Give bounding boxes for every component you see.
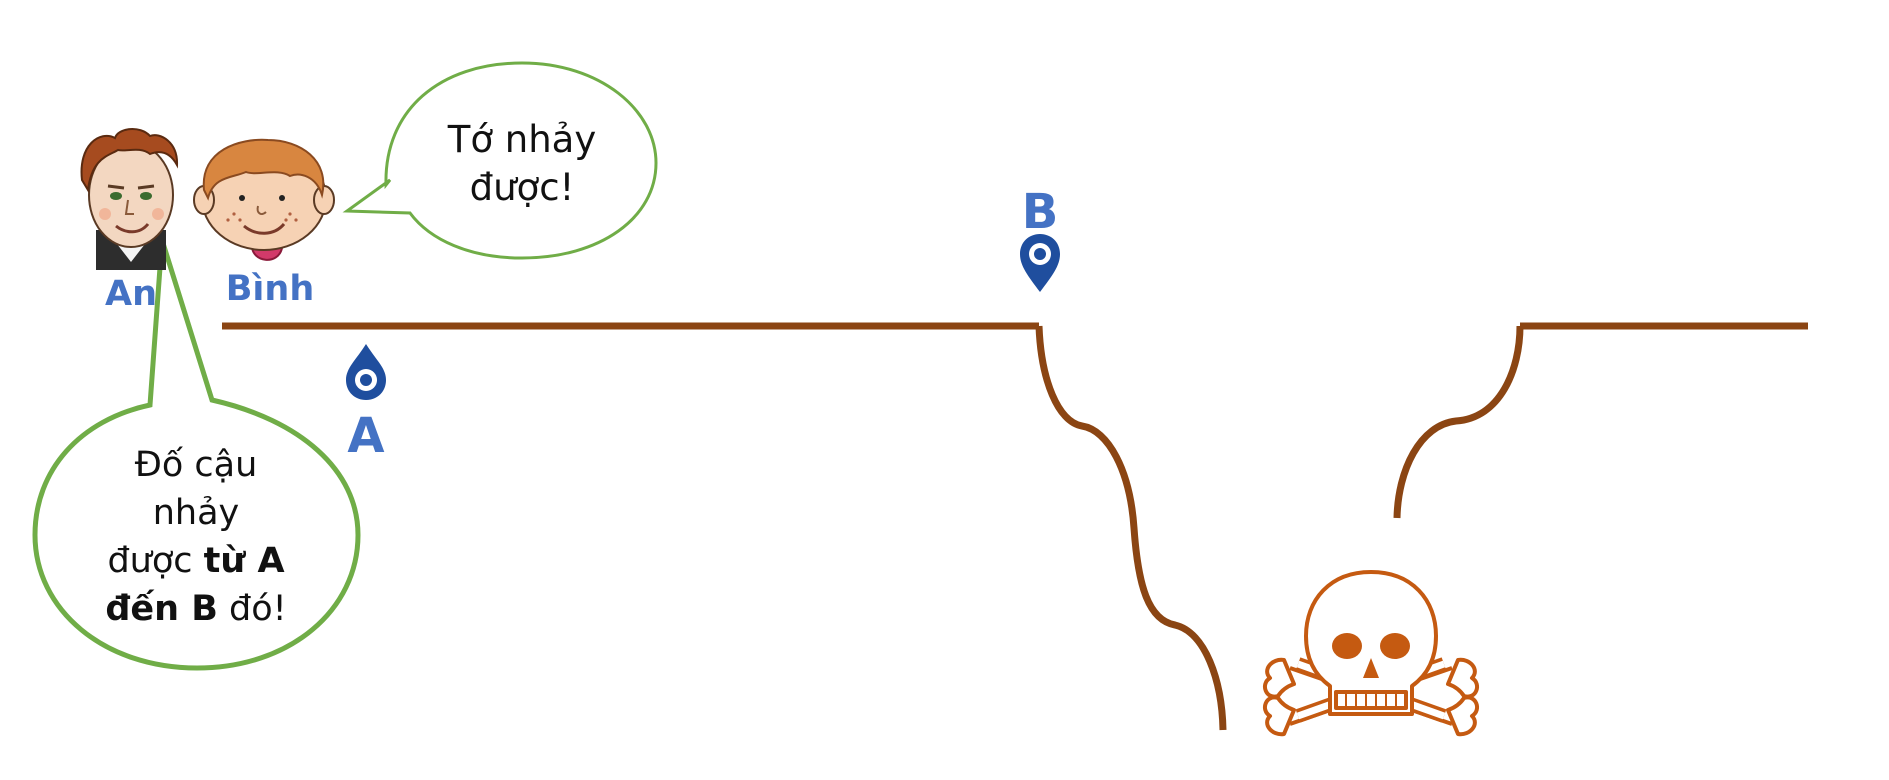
boy-binh-avatar <box>193 138 335 261</box>
an-bubble-line3-bold: từ A <box>204 541 285 581</box>
marker-b-label: B <box>1022 184 1059 240</box>
binh-bubble-line1: Tớ nhảy <box>447 118 596 161</box>
an-bubble-line3-normal: được <box>107 541 203 581</box>
an-bubble-line3: được từ A <box>107 541 284 581</box>
an-bubble-line2: nhảy <box>153 493 240 533</box>
ground-terrain <box>222 322 1808 731</box>
an-bubble-line4-normal: đó! <box>218 589 287 629</box>
an-speech-bubble: Đố cậu nhảy được từ A đến B đó! <box>32 239 361 671</box>
binh-name-label: Bình <box>226 269 315 309</box>
marker-a-label: A <box>347 408 384 464</box>
an-bubble-line4-bold: đến B <box>105 589 218 629</box>
skull <box>1304 570 1438 716</box>
an-bubble-line4: đến B đó! <box>105 589 286 629</box>
cliff-right-wall <box>1393 325 1524 519</box>
cliff-left-wall <box>1035 325 1227 731</box>
binh-speech-bubble: Tớ nhảy được! <box>342 61 658 260</box>
an-bubble-line1: Đố cậu <box>135 445 258 485</box>
skull-crossbones-icon <box>1262 570 1480 737</box>
boy-an-avatar <box>80 128 179 270</box>
location-pin-icon <box>1020 234 1060 292</box>
binh-bubble-line2: được! <box>470 166 575 209</box>
an-name-label: An <box>105 274 157 314</box>
drop-pin-icon <box>346 344 386 400</box>
